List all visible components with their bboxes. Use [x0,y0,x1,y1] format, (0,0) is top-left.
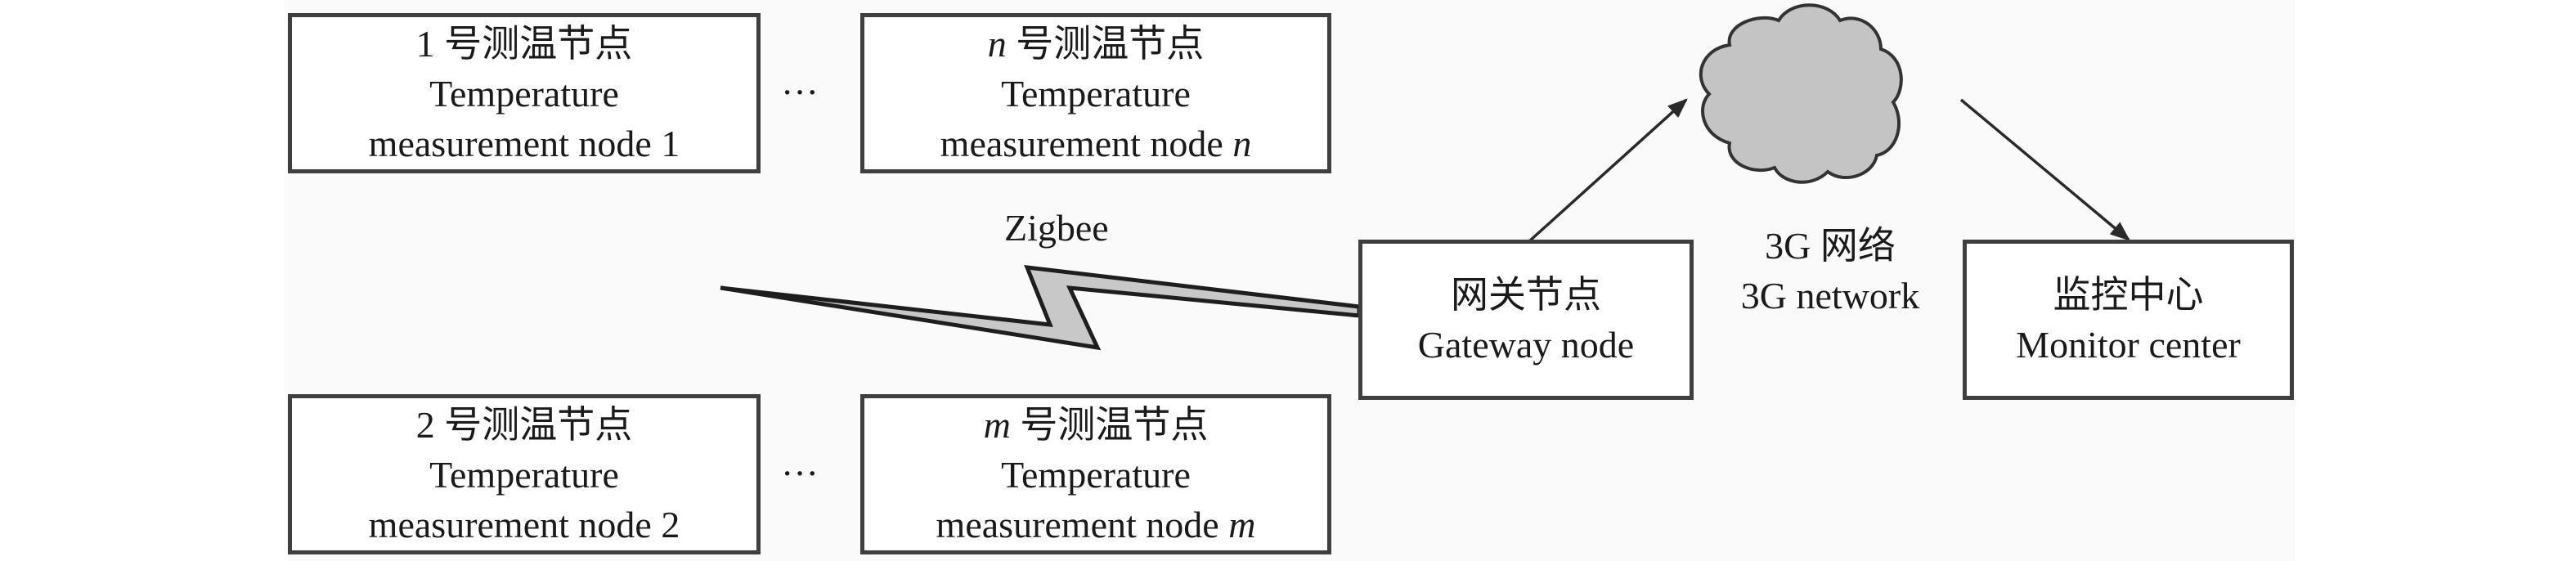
network-zh-label: 3G 网络 [1765,225,1896,267]
node-en-line2: measurement node m [936,503,1256,545]
monitor-en-label: Monitor center [2016,324,2241,366]
cloud-icon [1699,3,1903,184]
network-label: 3G 网络 3G network [1708,221,1953,321]
arrow-gateway-to-network [1528,98,1688,243]
node-zh-label: m 号测温节点 [983,403,1209,446]
node-en-line1: Temperature [1001,453,1191,496]
monitor-center-box: 监控中心 Monitor center [1963,240,2294,400]
gateway-zh-label: 网关节点 [1451,274,1601,316]
ellipsis-bottom: ··· [781,452,819,494]
gateway-node-box: 网关节点 Gateway node [1358,240,1694,400]
node-en-line1: Temperature [1001,72,1191,114]
zigbee-lightning-icon [720,265,1362,351]
sensor-node-1-box: 1 号测温节点 Temperature measurement node 1 [288,13,761,173]
node-en-line2: measurement node 1 [368,122,680,164]
sensor-node-n-box: n 号测温节点 Temperature measurement node n [860,13,1331,173]
node-zh-label: n 号测温节点 [987,22,1205,65]
gateway-en-label: Gateway node [1417,324,1635,366]
node-en-line2: measurement node 2 [368,503,680,545]
node-zh-label: 1 号测温节点 [415,22,633,65]
node-zh-label: 2 号测温节点 [415,403,633,446]
node-en-line1: Temperature [429,72,619,114]
zigbee-label: Zigbee [1004,207,1109,249]
node-en-line1: Temperature [429,453,619,496]
monitor-zh-label: 监控中心 [2053,274,2204,316]
network-en-label: 3G network [1740,275,1920,316]
ellipsis-top: ··· [781,71,819,113]
sensor-node-2-box: 2 号测温节点 Temperature measurement node 2 [288,394,761,554]
arrow-network-to-monitor [1959,98,2130,241]
node-en-line2: measurement node n [940,122,1252,164]
sensor-node-m-box: m 号测温节点 Temperature measurement node m [860,394,1331,554]
